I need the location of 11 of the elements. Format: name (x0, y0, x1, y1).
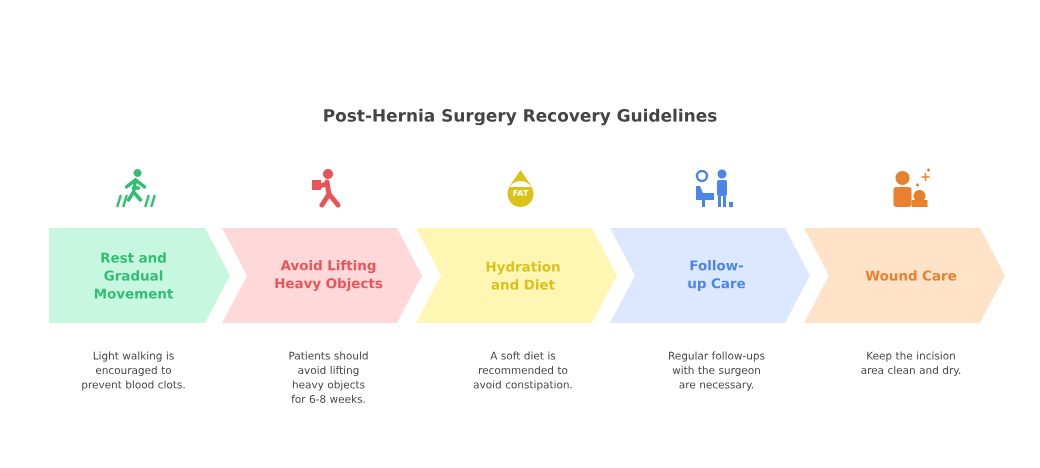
chevron-step: Wound Care (804, 228, 1005, 323)
chevron-step: Hydration and Diet (416, 228, 617, 323)
step-description: Patients should avoid lifting heavy objects for 6-8 weeks. (289, 351, 368, 403)
chevron-step: Follow-up Care (610, 228, 810, 323)
chevron-step: Rest and Gradual Movement (49, 228, 230, 323)
title: Post-Hernia Surgery Recovery Guidelines (324, 108, 717, 126)
chevron-step: Avoid Lifting Heavy Objects (222, 228, 422, 323)
step-description: Keep the incision area clean and dry. (861, 351, 961, 377)
step-description: Light walking is encouraged to prevent blood clots. (82, 351, 185, 391)
step-description: Regular follow-ups with the surgeon are necessary. (669, 351, 765, 391)
step-description: A soft diet is recommended to avoid constipation. (473, 351, 572, 391)
